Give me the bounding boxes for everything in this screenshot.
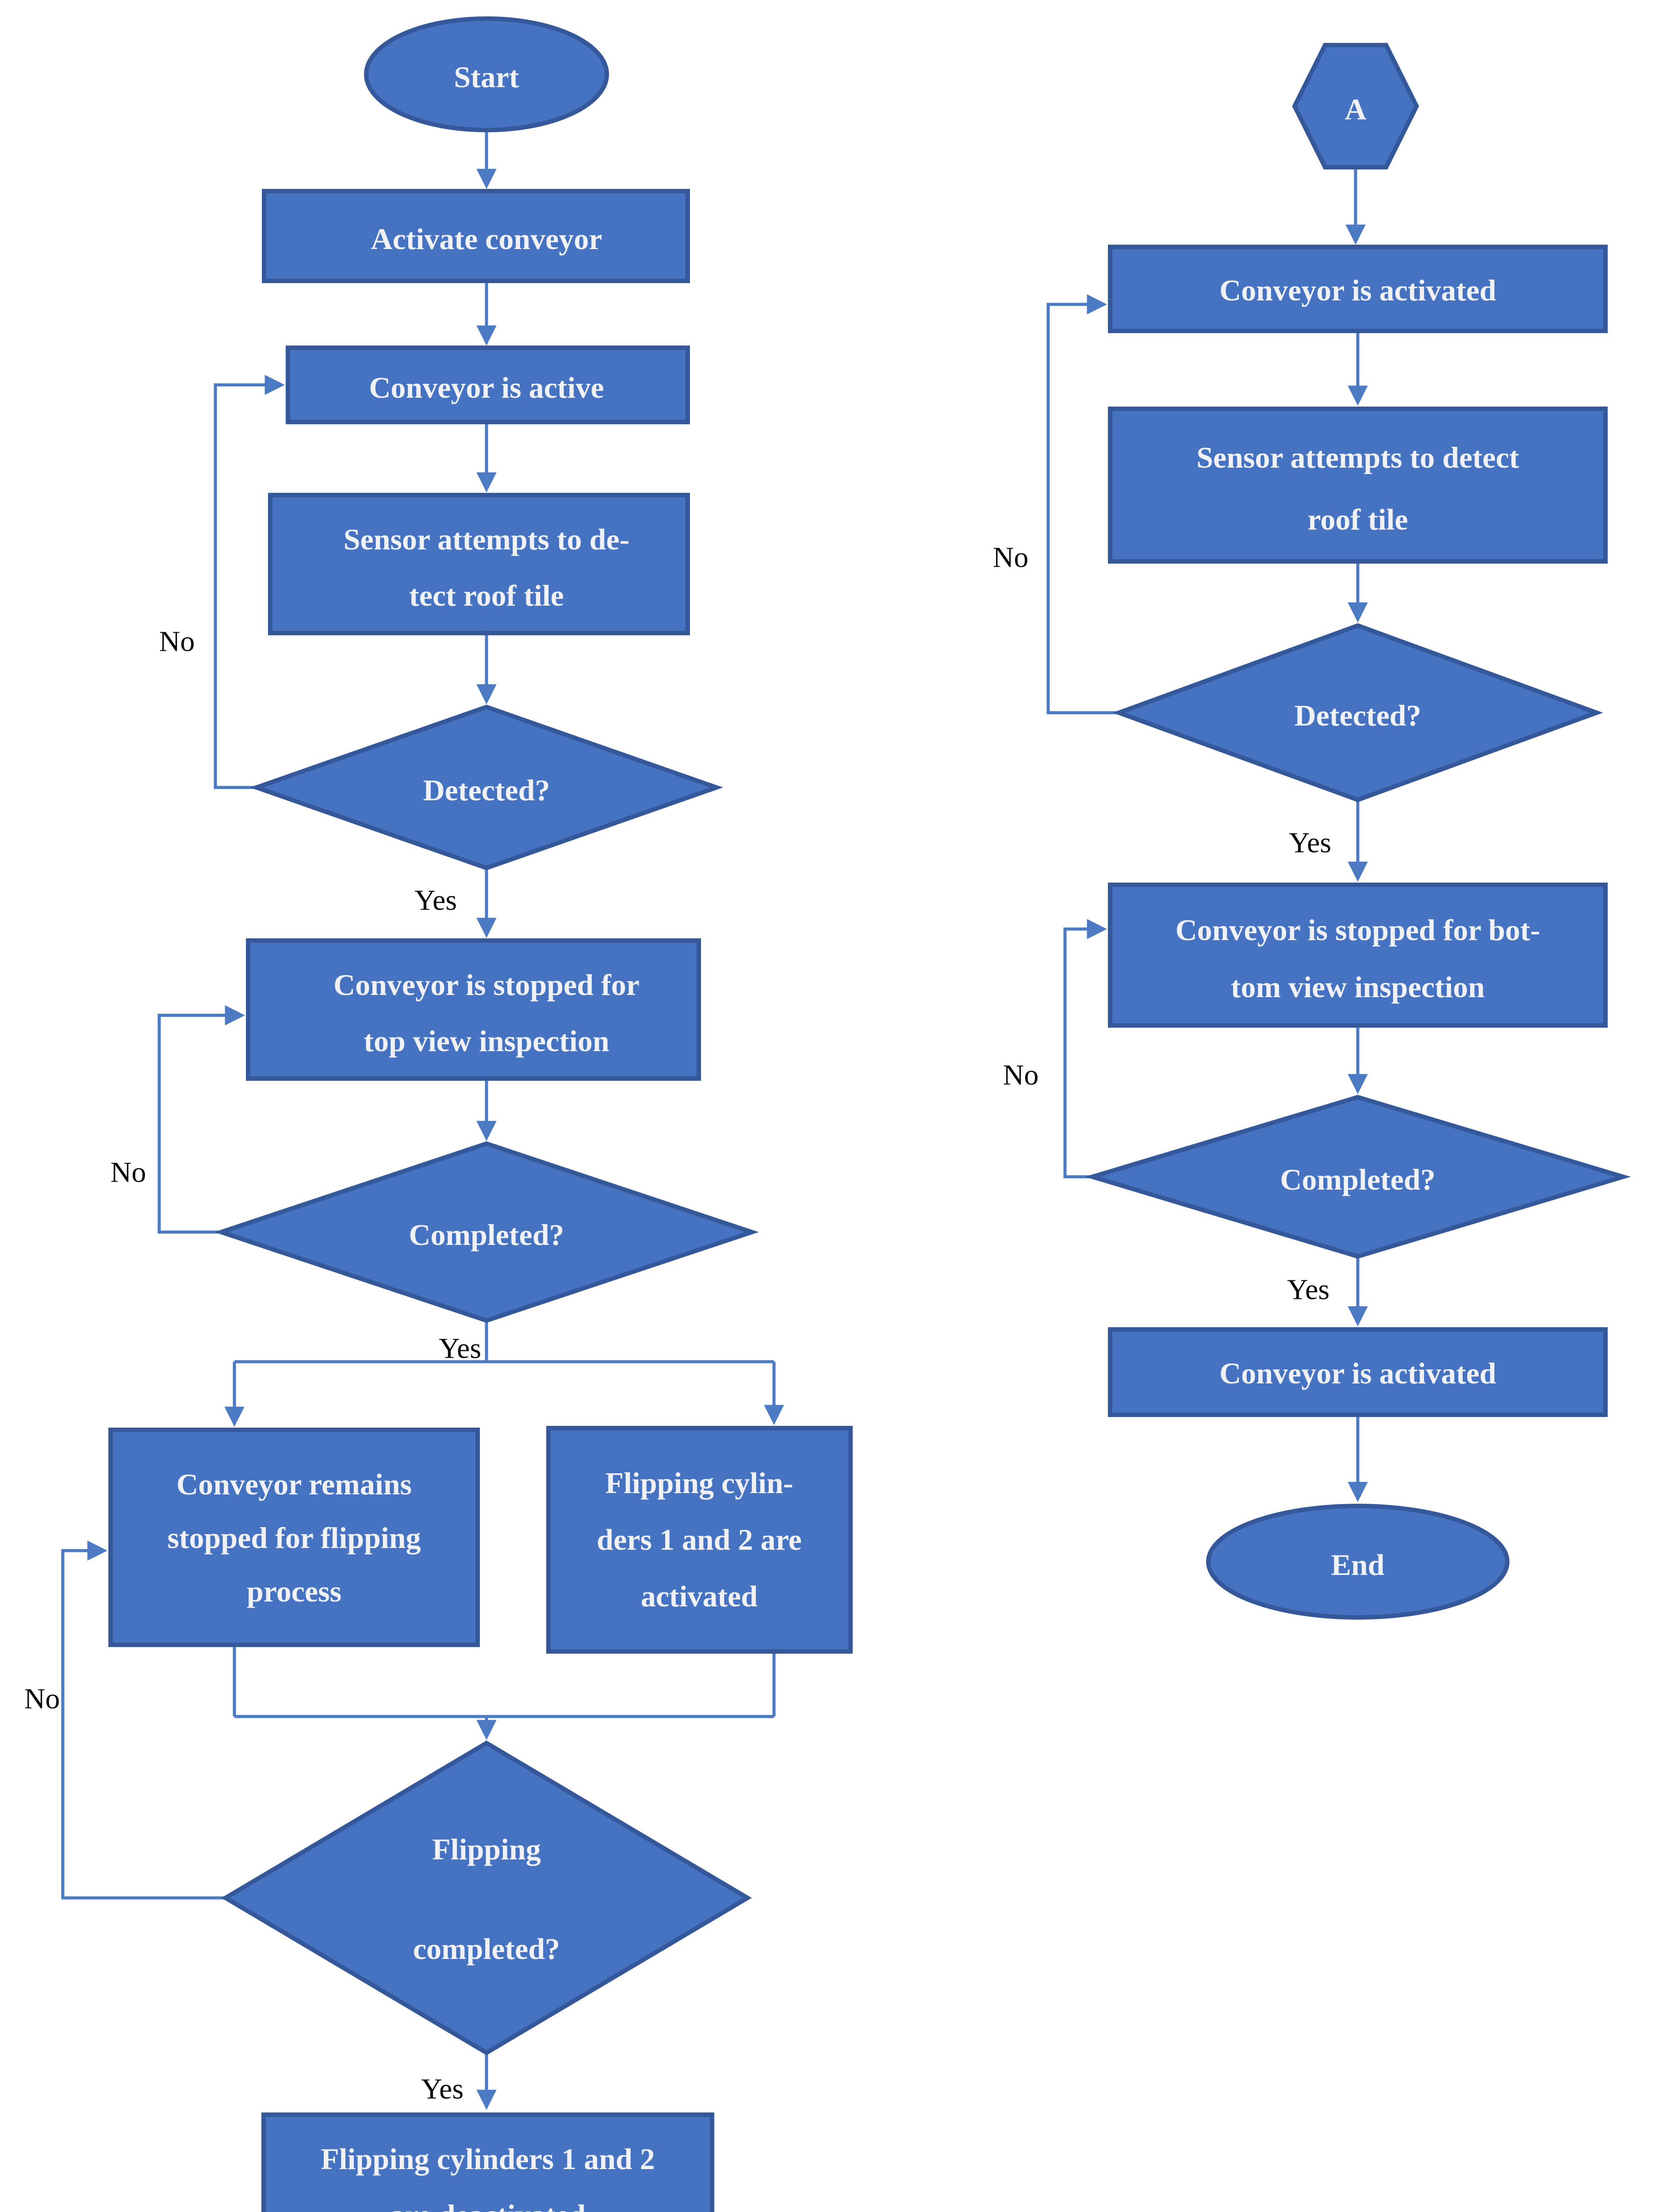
node-cylinders-deactivated: Flipping cylinders 1 and 2 are deactivat… bbox=[261, 2112, 714, 2212]
completed-a-label: Completed? bbox=[409, 1218, 564, 1252]
node-completed-a: Completed? bbox=[214, 1141, 759, 1323]
node-end: End bbox=[1206, 1504, 1509, 1620]
flipping-completed-diamond-shape bbox=[221, 1740, 752, 2055]
flipping-completed-yes-label: Yes bbox=[421, 2073, 464, 2105]
offpage-connector-a-top-shape bbox=[1292, 43, 1419, 169]
node-offpage-connector-a-top: A bbox=[1292, 43, 1419, 169]
node-sensor-detect-b: Sensor attempts to detect roof tile bbox=[1108, 407, 1608, 564]
cylinders-activated-line1: Flipping cylin- bbox=[605, 1466, 793, 1500]
completed-a-diamond-shape bbox=[214, 1141, 759, 1323]
node-detected-b: Detected? bbox=[1112, 623, 1603, 803]
detected-b-diamond-shape bbox=[1112, 623, 1603, 803]
connector-flipping-no-loop bbox=[61, 1540, 226, 1900]
completed-b-label: Completed? bbox=[1280, 1163, 1435, 1196]
sensor-detect-a-line1: Sensor attempts to de- bbox=[344, 522, 630, 556]
cylinders-activated-line2: ders 1 and 2 are bbox=[597, 1523, 801, 1556]
conveyor-activated-1-shape bbox=[1108, 245, 1608, 333]
conveyor-activated-2-shape bbox=[1108, 1327, 1608, 1417]
cylinders-deactivated-line1: Flipping cylinders 1 and 2 bbox=[321, 2142, 655, 2176]
completed-b-diamond-shape bbox=[1084, 1094, 1631, 1259]
detected-a-yes-label: Yes bbox=[414, 884, 457, 917]
node-start: Start bbox=[364, 16, 609, 132]
node-stopped-top-view: Conveyor is stopped for top view inspect… bbox=[246, 938, 701, 1081]
end-label: End bbox=[1331, 1548, 1385, 1582]
completed-a-yes-label: Yes bbox=[439, 1333, 481, 1365]
connector-completed-no-loop-b bbox=[1063, 919, 1107, 1179]
activate-conveyor-shape bbox=[262, 189, 690, 283]
conveyor-remains-stopped-shape bbox=[108, 1428, 480, 1647]
sensor-detect-a-line2: tect roof tile bbox=[409, 579, 564, 612]
flipping-completed-line1: Flipping bbox=[432, 1832, 541, 1866]
conveyor-remains-line3: process bbox=[247, 1575, 341, 1608]
completed-a-no-label: No bbox=[111, 1156, 146, 1189]
node-flipping-completed: Flipping completed? bbox=[221, 1740, 752, 2055]
node-flipping-cylinders-activated: Flipping cylin- ders 1 and 2 are activat… bbox=[546, 1426, 853, 1654]
connector-detected-no-loop-b bbox=[1046, 294, 1119, 714]
node-sensor-detect-a: Sensor attempts to de- tect roof tile bbox=[268, 493, 690, 635]
sensor-detect-b-line1: Sensor attempts to detect bbox=[1196, 441, 1519, 474]
flipping-completed-no-label: No bbox=[24, 1683, 60, 1715]
conveyor-remains-line1: Conveyor remains bbox=[176, 1467, 412, 1501]
activate-conveyor-label: Activate conveyor bbox=[371, 222, 602, 256]
stopped-top-view-line2: top view inspection bbox=[364, 1024, 609, 1058]
detected-a-label: Detected? bbox=[423, 773, 550, 807]
detected-a-no-label: No bbox=[159, 626, 195, 658]
node-stopped-bottom-view: Conveyor is stopped for bot- tom view in… bbox=[1108, 883, 1608, 1028]
conveyor-is-active-label: Conveyor is active bbox=[369, 371, 604, 404]
conveyor-activated-1-label: Conveyor is activated bbox=[1219, 273, 1496, 307]
connector-completed-no-loop-a bbox=[157, 1005, 245, 1234]
detected-a-diamond-shape bbox=[249, 704, 724, 871]
detected-b-label: Detected? bbox=[1295, 699, 1421, 732]
start-terminator-shape bbox=[364, 16, 609, 132]
stopped-bottom-view-line1: Conveyor is stopped for bot- bbox=[1176, 913, 1540, 947]
node-detected-a: Detected? bbox=[249, 704, 724, 871]
flipping-completed-line2: completed? bbox=[413, 1932, 560, 1966]
stopped-top-view-shape bbox=[246, 938, 701, 1081]
stopped-bottom-view-line2: tom view inspection bbox=[1231, 970, 1485, 1004]
end-terminator-shape bbox=[1206, 1504, 1509, 1620]
node-conveyor-activated-1: Conveyor is activated bbox=[1108, 245, 1608, 333]
detected-b-no-label: No bbox=[993, 541, 1029, 574]
node-activate-conveyor: Activate conveyor bbox=[262, 189, 690, 283]
conveyor-is-active-shape bbox=[286, 346, 690, 424]
conveyor-activated-2-label: Conveyor is activated bbox=[1219, 1356, 1496, 1390]
completed-b-yes-label: Yes bbox=[1287, 1274, 1329, 1306]
completed-b-no-label: No bbox=[1003, 1059, 1039, 1091]
cylinders-deactivated-shape bbox=[261, 2112, 714, 2212]
detected-b-yes-label: Yes bbox=[1289, 827, 1331, 859]
node-conveyor-remains-stopped: Conveyor remains stopped for flipping pr… bbox=[108, 1428, 480, 1647]
node-conveyor-is-active: Conveyor is active bbox=[286, 346, 690, 424]
cylinders-deactivated-line2: are deactivated bbox=[390, 2198, 586, 2212]
cylinders-activated-line3: activated bbox=[641, 1579, 758, 1613]
stopped-top-view-line1: Conveyor is stopped for bbox=[333, 968, 640, 1002]
sensor-detect-b-line2: roof tile bbox=[1307, 503, 1408, 536]
sensor-detect-b-shape bbox=[1108, 407, 1608, 564]
node-conveyor-activated-2: Conveyor is activated bbox=[1108, 1327, 1608, 1417]
node-completed-b: Completed? bbox=[1084, 1094, 1631, 1259]
start-label: Start bbox=[454, 60, 519, 94]
stopped-bottom-view-shape bbox=[1108, 883, 1608, 1028]
conveyor-remains-line2: stopped for flipping bbox=[167, 1521, 421, 1555]
flipping-cylinders-activated-shape bbox=[546, 1426, 853, 1654]
sensor-detect-a-shape bbox=[268, 493, 690, 635]
connector-detected-no-loop-a bbox=[214, 375, 285, 789]
offpage-connector-a-top-label: A bbox=[1345, 92, 1366, 126]
